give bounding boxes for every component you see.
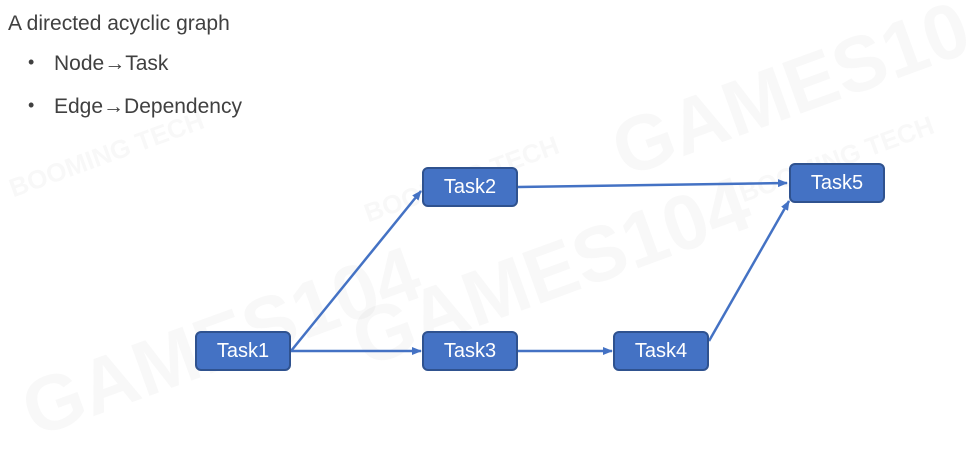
node-task5: Task5 xyxy=(789,163,885,203)
node-task2: Task2 xyxy=(422,167,518,207)
bullet-item-node: • Node→Task xyxy=(26,52,242,75)
slide-heading: A directed acyclic graph xyxy=(8,12,230,35)
bullet-marker: • xyxy=(28,95,35,115)
bullet-marker: • xyxy=(28,52,35,72)
bullet-text: Edge→Dependency xyxy=(54,95,242,118)
node-task3: Task3 xyxy=(422,331,518,371)
bullet-item-edge: • Edge→Dependency xyxy=(26,95,242,118)
node-task1: Task1 xyxy=(195,331,291,371)
node-label: Task3 xyxy=(443,339,497,362)
bullet-list: • Node→Task • Edge→Dependency xyxy=(26,52,242,138)
edge-task4-task5 xyxy=(707,200,791,342)
dag-edges xyxy=(290,179,791,355)
bullet-text: Node→Task xyxy=(54,52,169,75)
edge-task2-task5 xyxy=(517,179,788,189)
node-label: Task2 xyxy=(443,175,497,198)
edge-task1-task2 xyxy=(290,190,422,352)
node-label: Task1 xyxy=(216,339,270,362)
node-label: Task5 xyxy=(810,171,864,194)
node-task4: Task4 xyxy=(613,331,709,371)
node-label: Task4 xyxy=(634,339,688,362)
